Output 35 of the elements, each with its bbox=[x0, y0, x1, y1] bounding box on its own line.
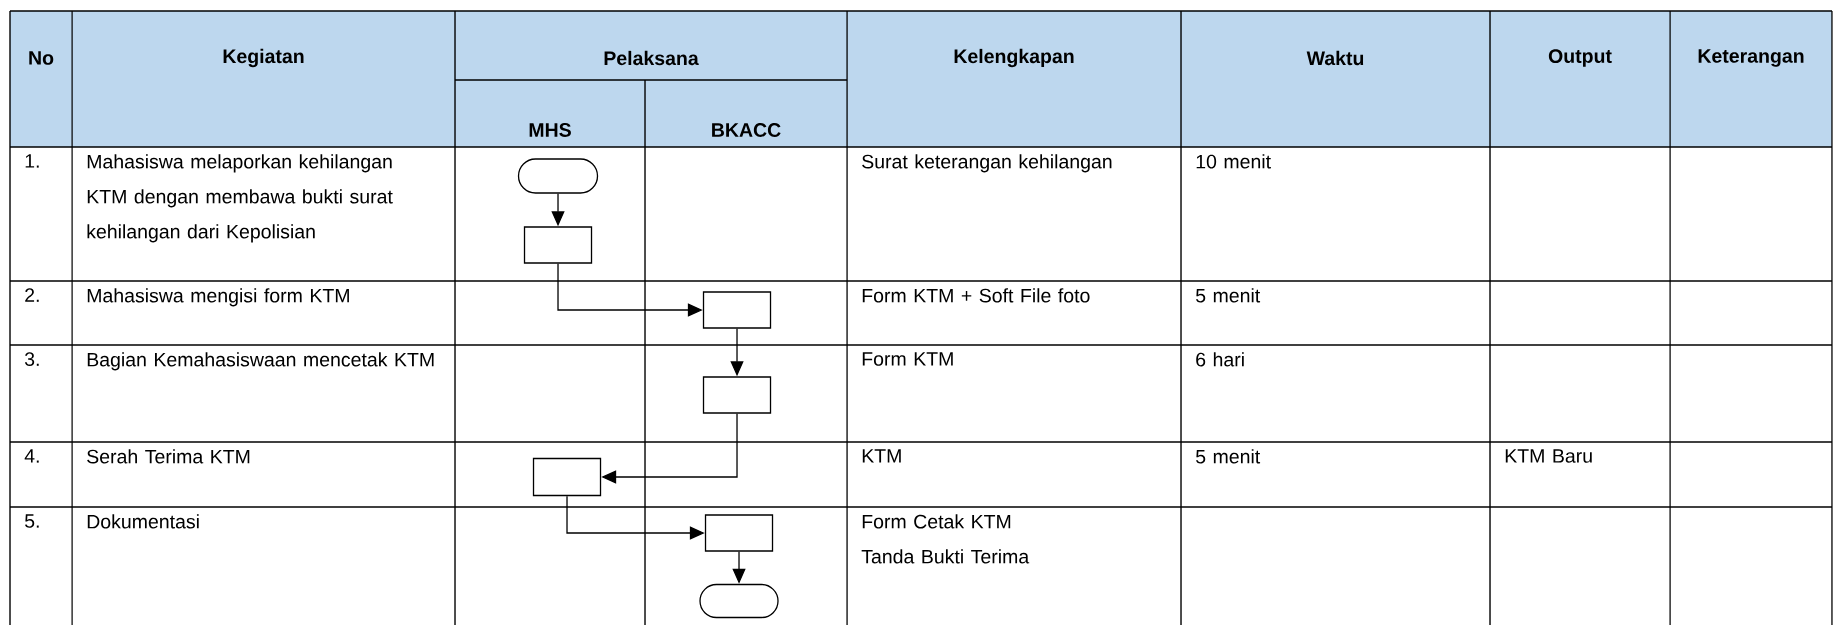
table-cell: 6 hari bbox=[1196, 352, 1244, 367]
table-cell: Form Cetak KTM bbox=[862, 514, 1011, 529]
table-cell: Serah Terima KTM bbox=[87, 449, 250, 464]
table-cell: Mahasiswa mengisi form KTM bbox=[87, 288, 349, 307]
table-cell: 10 menit bbox=[1196, 154, 1271, 169]
table-cell: Mahasiswa melaporkan kehilangan KTM dengan membawa bukti surat kehilangan dari Kepolisian bbox=[87, 154, 393, 243]
terminal-shape bbox=[517, 158, 599, 194]
process-box bbox=[532, 457, 602, 497]
terminal-shape bbox=[699, 583, 779, 619]
table-cell: 5 menit bbox=[1196, 449, 1261, 464]
table-cell: Bagian Kemahasiswaan mencetak KTM bbox=[87, 352, 434, 371]
table-cell: Form KTM + Soft File foto bbox=[862, 288, 1090, 303]
process-box bbox=[702, 376, 772, 414]
table-cell: 1. bbox=[25, 154, 39, 168]
table-cell: KTM bbox=[862, 449, 901, 463]
table-cell: KTM Baru bbox=[1505, 449, 1592, 463]
process-box bbox=[702, 291, 772, 329]
header-cell: Waktu bbox=[1181, 11, 1490, 147]
table-cell: 5. bbox=[25, 514, 39, 528]
header-cell: Keterangan bbox=[1670, 11, 1832, 147]
header-cell: BKACC bbox=[645, 80, 847, 147]
table-cell: 5 menit bbox=[1196, 288, 1261, 303]
table-cell: 3. bbox=[24, 352, 39, 366]
process-box bbox=[704, 514, 774, 552]
table-cell: Dokumentasi bbox=[87, 514, 199, 529]
table-cell: Surat keterangan kehilangan bbox=[862, 154, 1112, 173]
table-cell: 4. bbox=[24, 449, 39, 463]
process-box bbox=[523, 226, 593, 264]
table-cell: Form KTM bbox=[862, 352, 953, 366]
table-cell: Tanda Bukti Terima bbox=[861, 549, 1030, 564]
header-cell: No bbox=[10, 11, 72, 147]
header-cell: Output bbox=[1490, 11, 1670, 147]
header-cell: Kelengkapan bbox=[847, 11, 1181, 147]
table-cell: 2. bbox=[25, 288, 39, 302]
header-cell: MHS bbox=[455, 80, 645, 147]
